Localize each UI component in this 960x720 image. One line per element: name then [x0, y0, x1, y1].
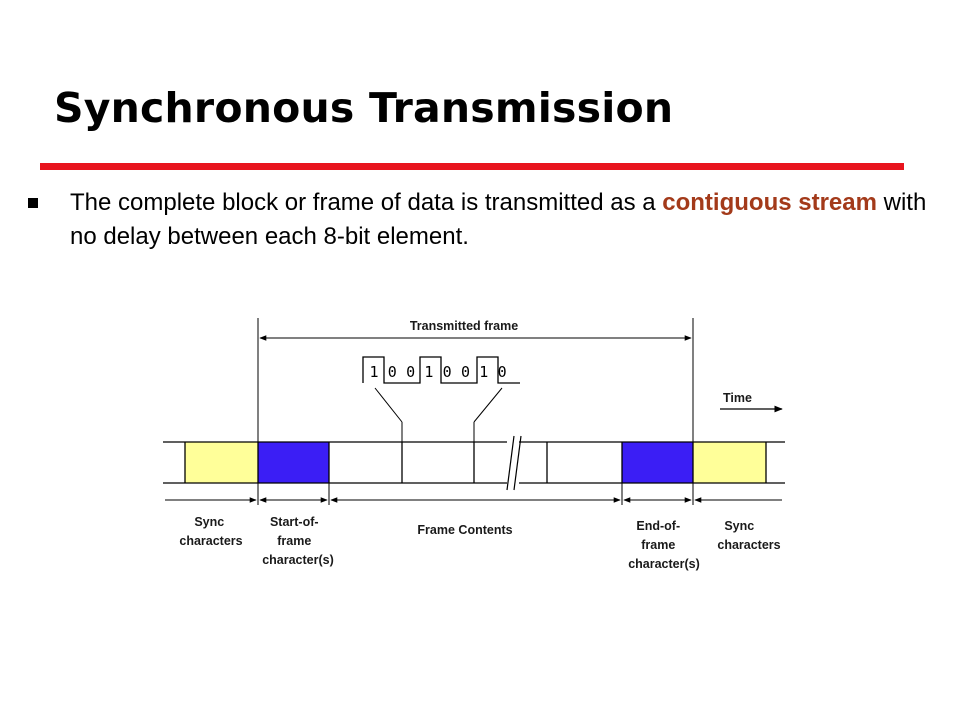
sync-left-label: Sync characters [179, 515, 242, 548]
segment-blank-end [766, 442, 785, 483]
end-of-frame-label: End-of- frame character(s) [628, 519, 700, 571]
segment-frame-contents [547, 442, 550, 483]
bit-label: 1 [424, 363, 433, 381]
segment-sync [693, 442, 766, 483]
zoom-line-left [374, 387, 403, 423]
title-underline [40, 163, 904, 170]
break-mark-left [506, 435, 515, 491]
bit-label: 0 [406, 363, 415, 381]
segment-frame-contents [402, 442, 474, 483]
time-label: Time [723, 391, 752, 405]
start-of-frame-label: Start-of- frame character(s) [262, 515, 334, 567]
segment-blank-start [163, 442, 185, 483]
bit-label: 0 [461, 363, 470, 381]
waveform-line [362, 356, 520, 384]
bullet-text-before: The complete block or frame of data is t… [70, 189, 663, 216]
slide-title: Synchronous Transmission [54, 84, 674, 132]
sync-right-label: Sync characters [717, 519, 780, 552]
bit-label: 1 [479, 363, 488, 381]
bit-label: 0 [388, 363, 397, 381]
segment-strip [163, 442, 785, 483]
bullet-text: The complete block or frame of data is t… [70, 186, 950, 254]
frame-contents-label: Frame Contents [417, 523, 512, 537]
zoom-line-right [473, 387, 503, 423]
transmitted-frame-label: Transmitted frame [410, 319, 518, 333]
segment-frame-contents [329, 442, 402, 483]
bullet-text-after: with no delay between each 8-bit element… [70, 189, 927, 250]
bullet-highlight: contiguous stream [662, 189, 877, 216]
segment-frame-contents [550, 442, 622, 483]
bit-label: 1 [369, 363, 378, 381]
segment-end-of-frame [622, 442, 693, 483]
break-mark-right [513, 435, 522, 491]
segment-sync [185, 442, 258, 483]
bottom-dimension-ticks [257, 483, 694, 505]
segment-start-of-frame [258, 442, 329, 483]
bit-label: 0 [498, 363, 507, 381]
bit-label: 0 [443, 363, 452, 381]
bullet-square-icon [28, 198, 38, 208]
